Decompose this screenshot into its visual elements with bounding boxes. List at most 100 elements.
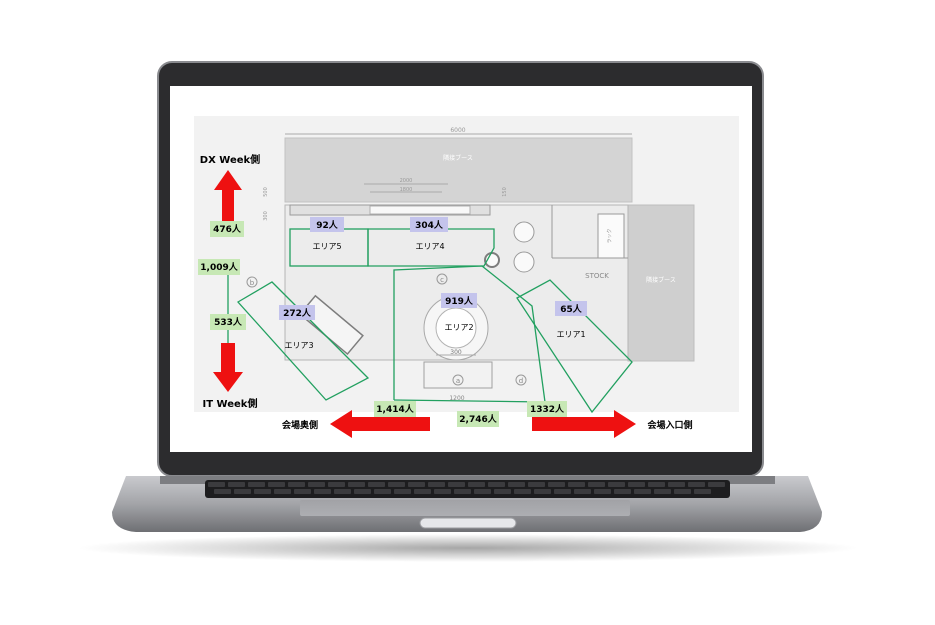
- keyboard-key: [508, 482, 525, 487]
- keyboard-key: [288, 482, 305, 487]
- dim-1800: 1800: [400, 187, 413, 193]
- dx-week-label: DX Week側: [200, 153, 260, 166]
- badge-1414: 1,414人: [374, 401, 416, 417]
- keyboard-key: [654, 489, 671, 494]
- stock-label: STOCK: [585, 272, 609, 280]
- rack-label: ラック: [607, 228, 613, 243]
- counter-inner: [369, 205, 471, 215]
- keyboard-key: [348, 482, 365, 487]
- dim-1200: 1200: [449, 395, 464, 402]
- arrow-down-it-week: [213, 343, 243, 392]
- area1-name: エリア1: [556, 330, 585, 339]
- keyboard-key: [228, 482, 245, 487]
- keyboard-key: [568, 482, 585, 487]
- keyboard-key: [314, 489, 331, 494]
- keyboard-key: [214, 489, 231, 494]
- keyboard-key: [614, 489, 631, 494]
- zone-area3: [236, 281, 370, 401]
- keyboard-key: [374, 489, 391, 494]
- marker-b: b: [246, 276, 258, 288]
- keyboard-key: [408, 482, 425, 487]
- svg-text:2,746人: 2,746人: [459, 413, 497, 425]
- svg-text:1,414人: 1,414人: [376, 403, 414, 415]
- floorplan: 6000 隣接ブース 隣接ブース 2000 1800 150 500 300 S…: [194, 116, 739, 412]
- svg-text:65人: 65人: [560, 303, 583, 315]
- badge-476: 476人: [210, 221, 244, 237]
- dim-300-left: 300: [263, 211, 269, 221]
- area1-badge: 65人 エリア1: [555, 301, 587, 339]
- keyboard-key: [368, 482, 385, 487]
- keyboard-key: [268, 482, 285, 487]
- svg-text:1,009人: 1,009人: [200, 261, 238, 273]
- width-dimension: 6000: [450, 127, 465, 134]
- area2-badge: 919人 エリア2: [441, 293, 477, 332]
- zone-area2: [393, 265, 546, 403]
- keyboard-key: [548, 482, 565, 487]
- badge-1009: 1,009人: [198, 259, 240, 275]
- keyboard-key: [628, 482, 645, 487]
- badge-1332: 1332人: [527, 401, 567, 417]
- marker-a: a: [452, 374, 464, 386]
- svg-text:304人: 304人: [415, 219, 444, 231]
- badge-533: 533人: [210, 314, 246, 330]
- round-table-1: [513, 221, 535, 243]
- keyboard-key: [494, 489, 511, 494]
- svg-text:c: c: [440, 276, 444, 284]
- dim-500: 500: [263, 187, 269, 197]
- keyboard-key: [708, 482, 725, 487]
- keyboard-key: [448, 482, 465, 487]
- svg-text:919人: 919人: [445, 295, 474, 307]
- keyboard-key: [334, 489, 351, 494]
- marker-c: c: [436, 273, 448, 285]
- venue-back-label: 会場奥側: [282, 419, 318, 431]
- rack: [597, 213, 625, 259]
- svg-text:476人: 476人: [213, 223, 242, 235]
- keyboard-key: [434, 489, 451, 494]
- marker-d: d: [515, 374, 527, 386]
- keyboard-key: [634, 489, 651, 494]
- area4-name: エリア4: [415, 242, 444, 251]
- keyboard-key: [694, 489, 711, 494]
- bottom-counter: [423, 361, 493, 389]
- keyboard-key: [454, 489, 471, 494]
- zones: [227, 228, 633, 414]
- svg-text:272人: 272人: [283, 307, 312, 319]
- zone-link-bottom: [393, 399, 546, 403]
- round-table-3: [484, 252, 500, 268]
- svg-text:b: b: [250, 279, 255, 287]
- dim-300: 300: [450, 349, 462, 356]
- area5-name: エリア5: [312, 242, 341, 251]
- keyboard-key: [608, 482, 625, 487]
- keyboard-key: [234, 489, 251, 494]
- adjacent-booth-top: [284, 137, 633, 203]
- keyboard-key: [668, 482, 685, 487]
- keyboard-key: [394, 489, 411, 494]
- keyboard-key: [514, 489, 531, 494]
- keyboard-key: [428, 482, 445, 487]
- keyboard-key: [648, 482, 665, 487]
- arrow-up-dx-week: [214, 170, 242, 222]
- keyboard-key: [208, 482, 225, 487]
- badge-2746: 2,746人: [457, 411, 499, 427]
- area3-badge: 272人 エリア3: [279, 305, 315, 350]
- keyboard-key: [574, 489, 591, 494]
- adjacent-booth-right: [627, 204, 695, 362]
- keyboard-key: [294, 489, 311, 494]
- area4-badge: 304人 エリア4: [410, 217, 448, 251]
- keyboard-key: [528, 482, 545, 487]
- keyboard-key: [554, 489, 571, 494]
- keyboard-key: [474, 489, 491, 494]
- area3-name: エリア3: [284, 341, 313, 350]
- keyboard-key: [688, 482, 705, 487]
- keyboard-key: [248, 482, 265, 487]
- keyboard-key: [328, 482, 345, 487]
- dim-2000: 2000: [400, 178, 413, 184]
- keyboard-key: [388, 482, 405, 487]
- round-table-2: [513, 251, 535, 273]
- keyboard-key: [274, 489, 291, 494]
- arrows: [213, 170, 636, 438]
- keyboard-key: [674, 489, 691, 494]
- area5-badge: 92人 エリア5: [310, 217, 344, 251]
- laptop-shadow: [78, 534, 858, 562]
- svg-text:92人: 92人: [316, 219, 339, 231]
